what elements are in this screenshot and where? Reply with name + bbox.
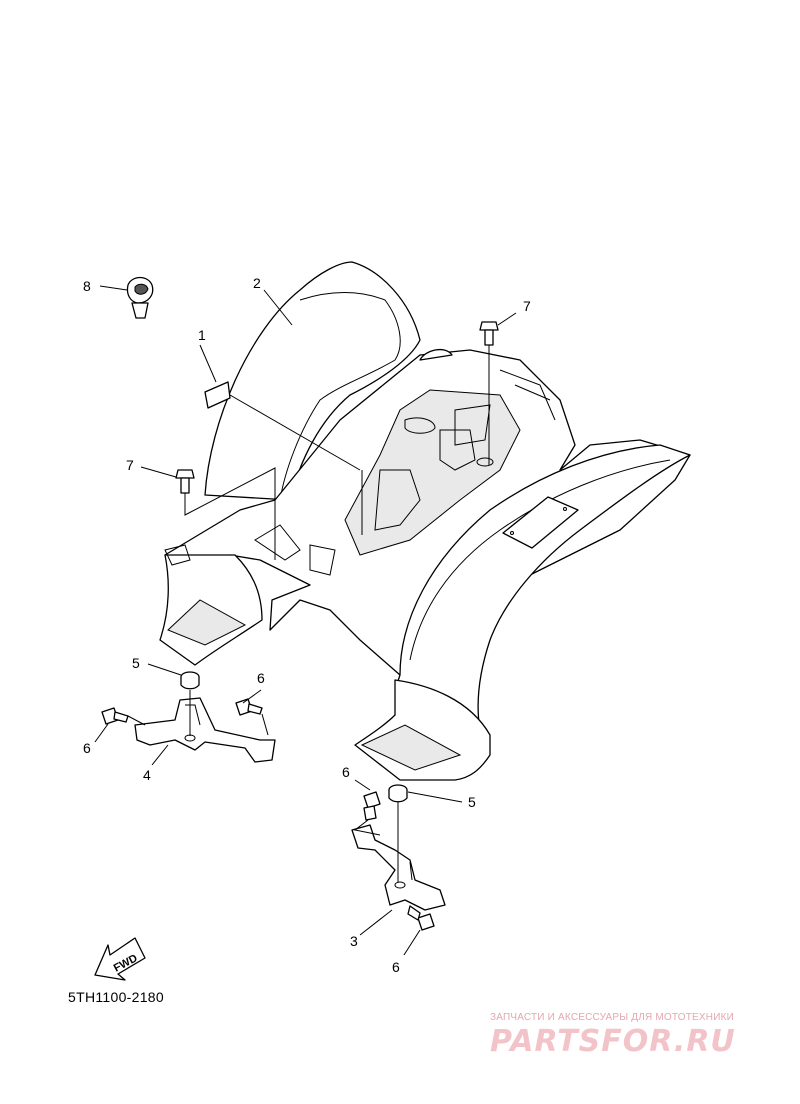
callout-6-b: 6 bbox=[257, 670, 265, 686]
callout-6-d: 6 bbox=[392, 959, 400, 975]
bolt-7-left[interactable] bbox=[175, 469, 195, 494]
callout-6-a: 6 bbox=[83, 740, 91, 756]
bolt-6-d[interactable] bbox=[407, 905, 435, 931]
leader-lines bbox=[94, 285, 517, 956]
callout-6-c: 6 bbox=[342, 764, 350, 780]
callout-8: 8 bbox=[83, 278, 91, 294]
damper-right[interactable] bbox=[388, 784, 408, 803]
callout-3: 3 bbox=[350, 933, 358, 949]
watermark-logo: PARTSFOR.RU bbox=[490, 1024, 736, 1059]
bolt-6-a[interactable] bbox=[101, 707, 129, 725]
bolt-7-right[interactable] bbox=[479, 321, 499, 346]
callout-4: 4 bbox=[143, 767, 151, 783]
diagram-code: 5TH1100-2180 bbox=[68, 989, 164, 1005]
watermark-caption: ЗАПЧАСТИ И АКСЕССУАРЫ ДЛЯ МОТОТЕХНИКИ bbox=[490, 1012, 735, 1023]
callout-5-left: 5 bbox=[132, 655, 140, 671]
forward-direction-arrow: FWD bbox=[94, 937, 146, 981]
clip-part[interactable] bbox=[126, 276, 154, 319]
damper-left[interactable] bbox=[180, 671, 200, 690]
label-sticker[interactable] bbox=[204, 381, 231, 409]
bolt-6-b[interactable] bbox=[235, 698, 263, 716]
callout-7-right: 7 bbox=[523, 298, 531, 314]
rear-fender[interactable] bbox=[159, 261, 691, 781]
callout-1: 1 bbox=[198, 327, 206, 343]
bolt-6-c[interactable] bbox=[363, 791, 381, 821]
callout-7-left: 7 bbox=[126, 457, 134, 473]
callout-5-right: 5 bbox=[468, 794, 476, 810]
callout-2: 2 bbox=[253, 275, 261, 291]
